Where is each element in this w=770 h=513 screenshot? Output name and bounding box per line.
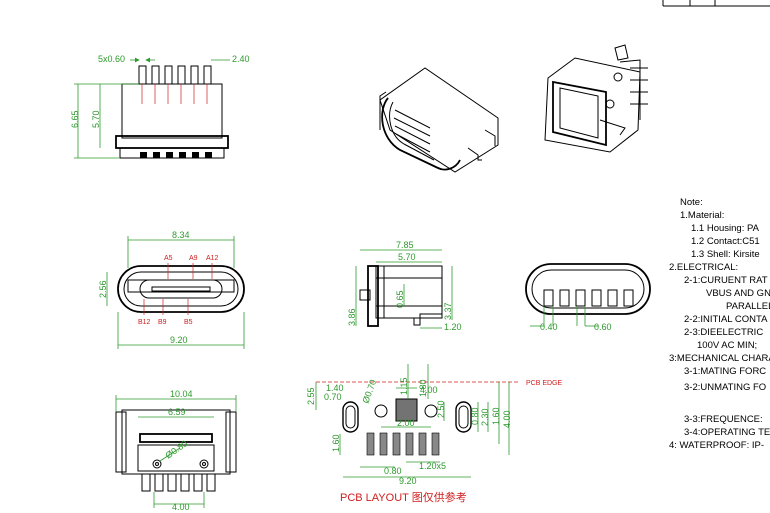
pcb-dim-070: 0.70 <box>324 392 342 402</box>
pcb-dim-180: 1.80 <box>418 379 428 397</box>
note-line: 2-2:INITIAL CONTA <box>684 314 768 325</box>
pin-label-b12: B12 <box>138 319 151 326</box>
front-view: A5 A9 A12 B12 B9 B5 8.34 9.20 2.56 <box>98 230 245 349</box>
note-line: 100V AC MIN; <box>697 340 757 351</box>
pcb-dim-120x5: 1.20x5 <box>419 461 446 471</box>
pcb-dim-400: 4.00 <box>420 385 438 395</box>
pcb-dim-250: 2.50 <box>436 400 446 418</box>
dim-side-h2: 0.65 <box>395 290 405 308</box>
pin-label-a9: A9 <box>189 255 198 262</box>
pcb-pads <box>366 432 440 456</box>
note-line: PARALLEL <box>726 301 770 312</box>
top-view-bottom-pins <box>140 152 212 158</box>
dim-height-body: 5.70 <box>91 110 101 128</box>
note-line: 1.Material: <box>680 210 724 221</box>
pcb-layout: PCB EDGE 4.00 1.15 1.80 1.40 0.70 2.55 Ø… <box>306 364 563 504</box>
pcb-dim-160-left: 1.60 <box>331 434 341 452</box>
dim-bottom-w1: 10.04 <box>170 389 193 399</box>
dim-front-width-top: 8.34 <box>172 230 190 240</box>
note-line: 2.ELECTRICAL: <box>669 262 738 273</box>
note-line: Note: <box>680 197 703 208</box>
iso-view-left <box>379 67 499 173</box>
note-line: 3-2:UNMATING FO <box>684 382 766 393</box>
note-line: VBUS AND GN <box>706 288 770 299</box>
top-view-pins <box>138 65 212 104</box>
bottom-view: 10.04 6.59 Ø0.80 4.00 <box>115 389 237 512</box>
top-view: 5x0.60 2.40 6.65 5.70 <box>70 54 250 159</box>
note-line: 3-4:OPERATING TE <box>684 427 770 438</box>
note-line: 1.2 Contact:C51 <box>691 236 760 247</box>
pcb-dim-080: 0.80 <box>384 466 402 476</box>
dim-front-width-bottom: 9.20 <box>170 335 188 345</box>
pcb-dim-920: 9.20 <box>399 476 417 486</box>
pcb-dim-160: 1.60 <box>491 407 501 425</box>
dim-pin-pitch: 5x0.60 <box>98 54 125 64</box>
notes-block: Note: 1.Material: 1.1 Housing: PA 1.2 Co… <box>669 197 770 451</box>
dim-rear-d1: 0.40 <box>540 322 558 332</box>
pcb-dim-400-right: 4.00 <box>502 410 512 428</box>
pcb-layout-title: PCB LAYOUT 图仅供参考 <box>340 490 467 504</box>
pin-label-a12: A12 <box>206 255 219 262</box>
dim-side-h1: 3.86 <box>347 308 357 326</box>
pin-label-a5: A5 <box>164 255 173 262</box>
pcb-dim-200: 2.00 <box>397 418 415 428</box>
dim-height-total: 6.65 <box>70 110 80 128</box>
pcb-dim-230: 2.30 <box>480 408 490 426</box>
note-line: 3:MECHANICAL CHARA <box>669 353 770 364</box>
iso-view-right <box>544 44 648 153</box>
pcb-dim-hole: Ø0.70 <box>360 378 378 404</box>
dim-rear-d2: 0.60 <box>594 322 612 332</box>
pcb-edge-label: PCB EDGE <box>526 380 563 387</box>
pcb-dim-115: 1.15 <box>399 377 409 395</box>
rear-view: 0.40 0.60 <box>525 263 651 332</box>
dim-bottom-w3: 4.00 <box>172 502 190 512</box>
note-line: 1.3 Shell: Kirsite <box>691 249 760 260</box>
dim-side-length2: 5.70 <box>398 252 416 262</box>
dim-top-width: 2.40 <box>232 54 250 64</box>
note-line: 3-1:MATING FORC <box>684 366 766 377</box>
note-line: 1.1 Housing: PA <box>691 223 760 234</box>
dim-side-foot: 1.20 <box>444 322 462 332</box>
pin-label-b5: B5 <box>184 319 193 326</box>
dim-side-length: 7.85 <box>396 240 414 250</box>
title-block <box>662 0 770 7</box>
pcb-dim-255: 2.55 <box>306 387 316 405</box>
pcb-dim-080-top: 0.80 <box>470 407 480 425</box>
note-line: 3-3:FREQUENCE: <box>684 414 763 425</box>
dim-front-height: 2.56 <box>98 280 108 298</box>
pin-label-b9: B9 <box>158 319 167 326</box>
pcb-dim-140: 1.40 <box>326 383 344 393</box>
note-line: 4: WATERPROOF: IP- <box>669 440 764 451</box>
dim-bottom-w2: 6.59 <box>168 407 186 417</box>
side-view: 7.85 5.70 3.86 0.65 3.37 1.20 <box>347 240 462 332</box>
note-line: 2-3:DIEELECTRIC <box>684 327 763 338</box>
dim-side-h3: 3.37 <box>443 302 453 320</box>
note-line: 2-1:CURUENT RAT <box>684 275 768 286</box>
